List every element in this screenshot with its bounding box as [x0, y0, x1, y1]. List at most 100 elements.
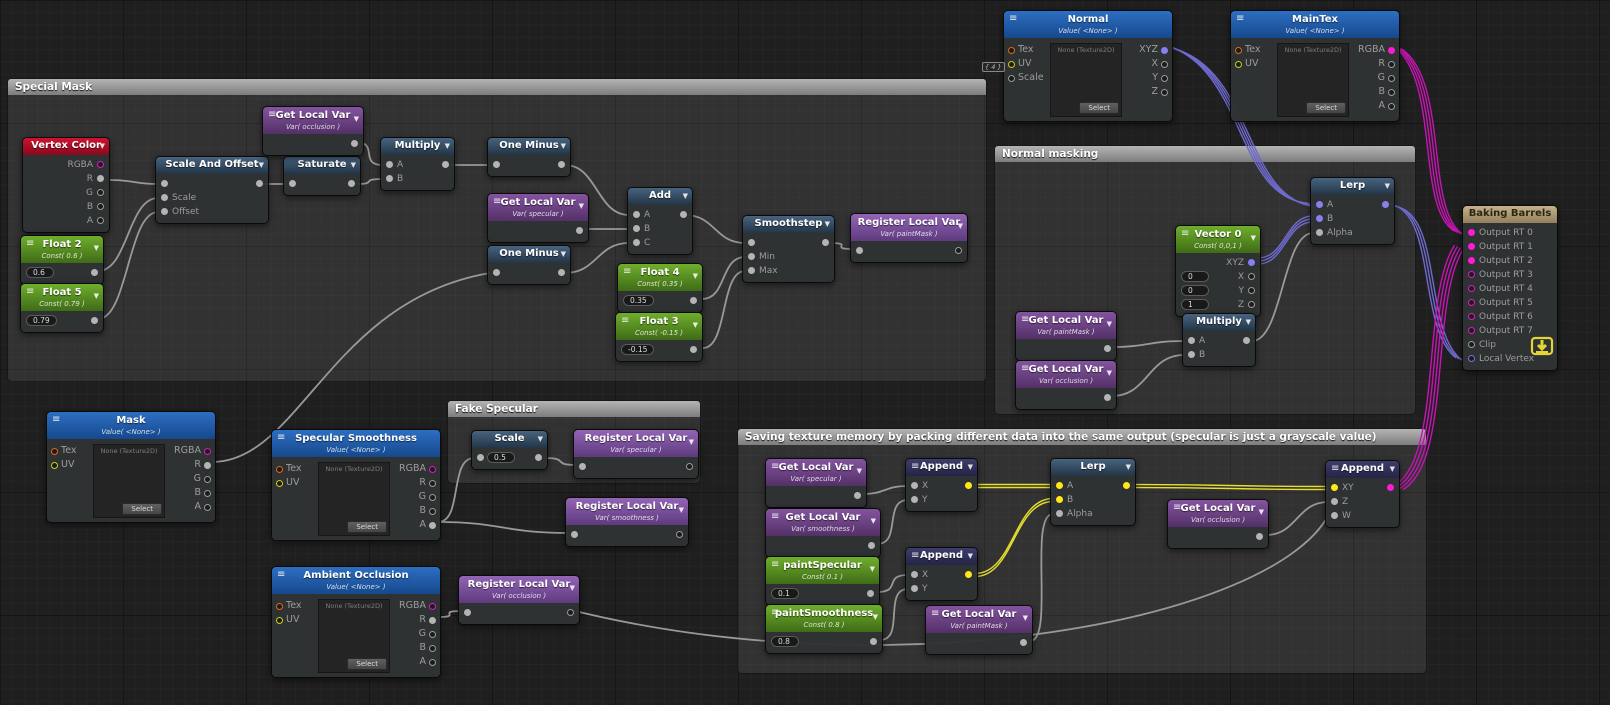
- c-port[interactable]: [633, 239, 640, 246]
- chevron-down-icon[interactable]: ▼: [560, 250, 566, 258]
- rgba-port[interactable]: [97, 161, 104, 168]
- port-port[interactable]: [464, 609, 471, 616]
- chevron-down-icon[interactable]: ▼: [1384, 182, 1390, 190]
- value-field[interactable]: 0.35: [623, 295, 654, 306]
- port-port[interactable]: [748, 239, 755, 246]
- b-port[interactable]: [429, 507, 436, 515]
- output-rt-4-port[interactable]: [1468, 285, 1475, 292]
- select-button[interactable]: Select: [347, 521, 387, 533]
- y-port[interactable]: [911, 496, 918, 503]
- y-port[interactable]: [911, 585, 918, 592]
- b-port[interactable]: [633, 225, 640, 232]
- port-port[interactable]: [351, 140, 358, 147]
- a-port[interactable]: [429, 521, 436, 529]
- chevron-down-icon[interactable]: ▼: [1125, 463, 1131, 471]
- y-port[interactable]: [1161, 74, 1168, 82]
- chevron-down-icon[interactable]: ▼: [856, 467, 862, 475]
- xyz-port[interactable]: [1161, 46, 1168, 54]
- chevron-down-icon[interactable]: ▼: [444, 142, 450, 150]
- port-port[interactable]: [493, 161, 500, 168]
- menu-icon[interactable]: ≡: [1173, 502, 1182, 513]
- port-port[interactable]: [690, 297, 697, 304]
- tex-port[interactable]: [1008, 46, 1015, 54]
- node-header[interactable]: ≡Append▼: [906, 548, 977, 565]
- value-field[interactable]: 0.5: [487, 452, 515, 463]
- chevron-down-icon[interactable]: ▼: [578, 202, 584, 210]
- value-field[interactable]: 1: [1181, 299, 1209, 310]
- port-port[interactable]: [822, 239, 829, 246]
- value-field[interactable]: -0.15: [621, 344, 655, 355]
- node-one-minus-1[interactable]: One Minus▼: [487, 137, 571, 177]
- menu-icon[interactable]: ≡: [52, 414, 61, 425]
- x-port[interactable]: [1248, 273, 1255, 280]
- chevron-down-icon[interactable]: ▼: [1258, 508, 1264, 516]
- uv-port[interactable]: [1235, 60, 1242, 68]
- output-rt-1-port[interactable]: [1468, 243, 1475, 250]
- chevron-down-icon[interactable]: ▼: [1250, 234, 1256, 242]
- port-port[interactable]: [493, 269, 500, 276]
- offset-port[interactable]: [161, 208, 168, 215]
- value-field[interactable]: 0.8: [771, 636, 799, 647]
- tex-port[interactable]: [1235, 46, 1242, 54]
- wire[interactable]: [437, 521, 569, 534]
- x-port[interactable]: [911, 482, 918, 489]
- value-field[interactable]: 0: [1181, 285, 1209, 296]
- chevron-down-icon[interactable]: ▼: [1106, 369, 1112, 377]
- port-port[interactable]: [558, 269, 565, 276]
- a-port[interactable]: [386, 161, 393, 168]
- port-port[interactable]: [1020, 639, 1027, 646]
- node-header[interactable]: ≡Append▼: [1326, 461, 1399, 478]
- chevron-down-icon[interactable]: ▼: [93, 244, 99, 252]
- b-port[interactable]: [1188, 351, 1195, 358]
- menu-icon[interactable]: ≡: [1331, 463, 1340, 474]
- port-port[interactable]: [571, 531, 578, 538]
- chevron-down-icon[interactable]: ▼: [1389, 465, 1395, 473]
- menu-icon[interactable]: ≡: [1009, 13, 1018, 24]
- node-header[interactable]: Multiply▼: [1183, 314, 1255, 331]
- menu-icon[interactable]: ≡: [1181, 228, 1190, 239]
- port-port[interactable]: [676, 531, 683, 538]
- node-header[interactable]: Lerp▼: [1051, 459, 1135, 476]
- node-header[interactable]: One Minus▼: [488, 138, 570, 155]
- w-port[interactable]: [1331, 512, 1338, 519]
- node-saturate[interactable]: Saturate▼: [283, 156, 361, 196]
- menu-icon[interactable]: ≡: [26, 286, 35, 297]
- node-header[interactable]: One Minus▼: [488, 246, 570, 263]
- menu-icon[interactable]: ≡: [277, 432, 286, 443]
- a-port[interactable]: [204, 503, 211, 511]
- tex-port[interactable]: [276, 602, 283, 610]
- value-field[interactable]: 0.79: [26, 315, 57, 326]
- port-port[interactable]: [868, 542, 875, 549]
- z-port[interactable]: [1248, 301, 1255, 308]
- chevron-down-icon[interactable]: ▼: [967, 463, 973, 471]
- node-header[interactable]: Add▼: [628, 188, 692, 205]
- a-port[interactable]: [1388, 102, 1395, 110]
- rgba-port[interactable]: [204, 447, 211, 455]
- node-scale[interactable]: Scale▼0.5: [471, 430, 548, 470]
